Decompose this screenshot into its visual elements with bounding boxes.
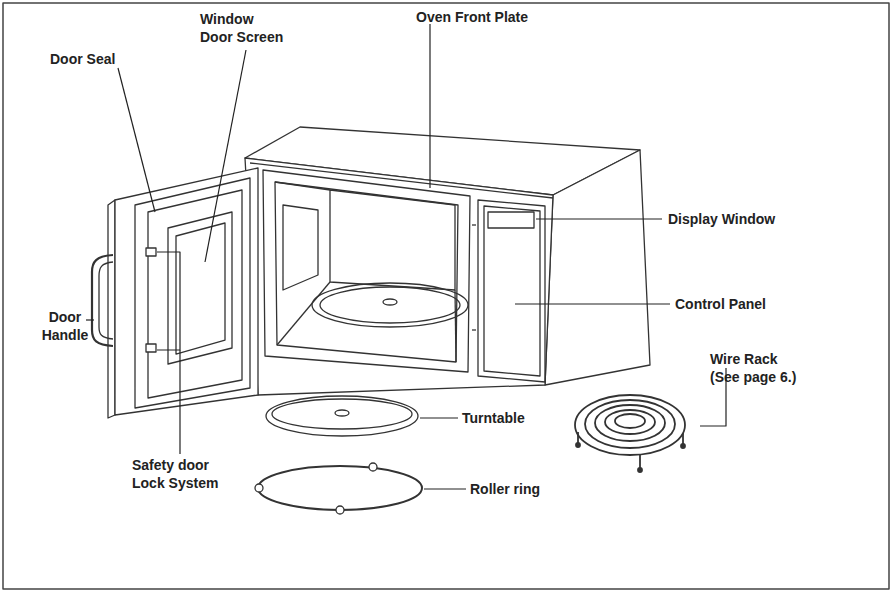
leader-lines: [86, 24, 726, 489]
part-label: Safety door Lock System: [132, 456, 227, 492]
oven-body: [245, 127, 650, 395]
part-label: Display Window: [668, 210, 818, 228]
frame: [3, 3, 889, 589]
wire-rack: [575, 395, 685, 472]
turntable-plate: [266, 396, 418, 436]
part-label: Door Handle: [40, 308, 90, 344]
part-label: Wire Rack (See page 6.): [710, 350, 802, 386]
part-label: Turntable: [462, 409, 582, 427]
part-label: Control Panel: [675, 295, 815, 313]
roller-ring: [255, 463, 422, 514]
oven-door: [92, 168, 258, 418]
part-label: Roller ring: [470, 480, 590, 498]
part-label: Door Seal: [50, 50, 170, 68]
part-label: Window Door Screen: [200, 10, 287, 46]
part-label: Oven Front Plate: [416, 8, 576, 26]
